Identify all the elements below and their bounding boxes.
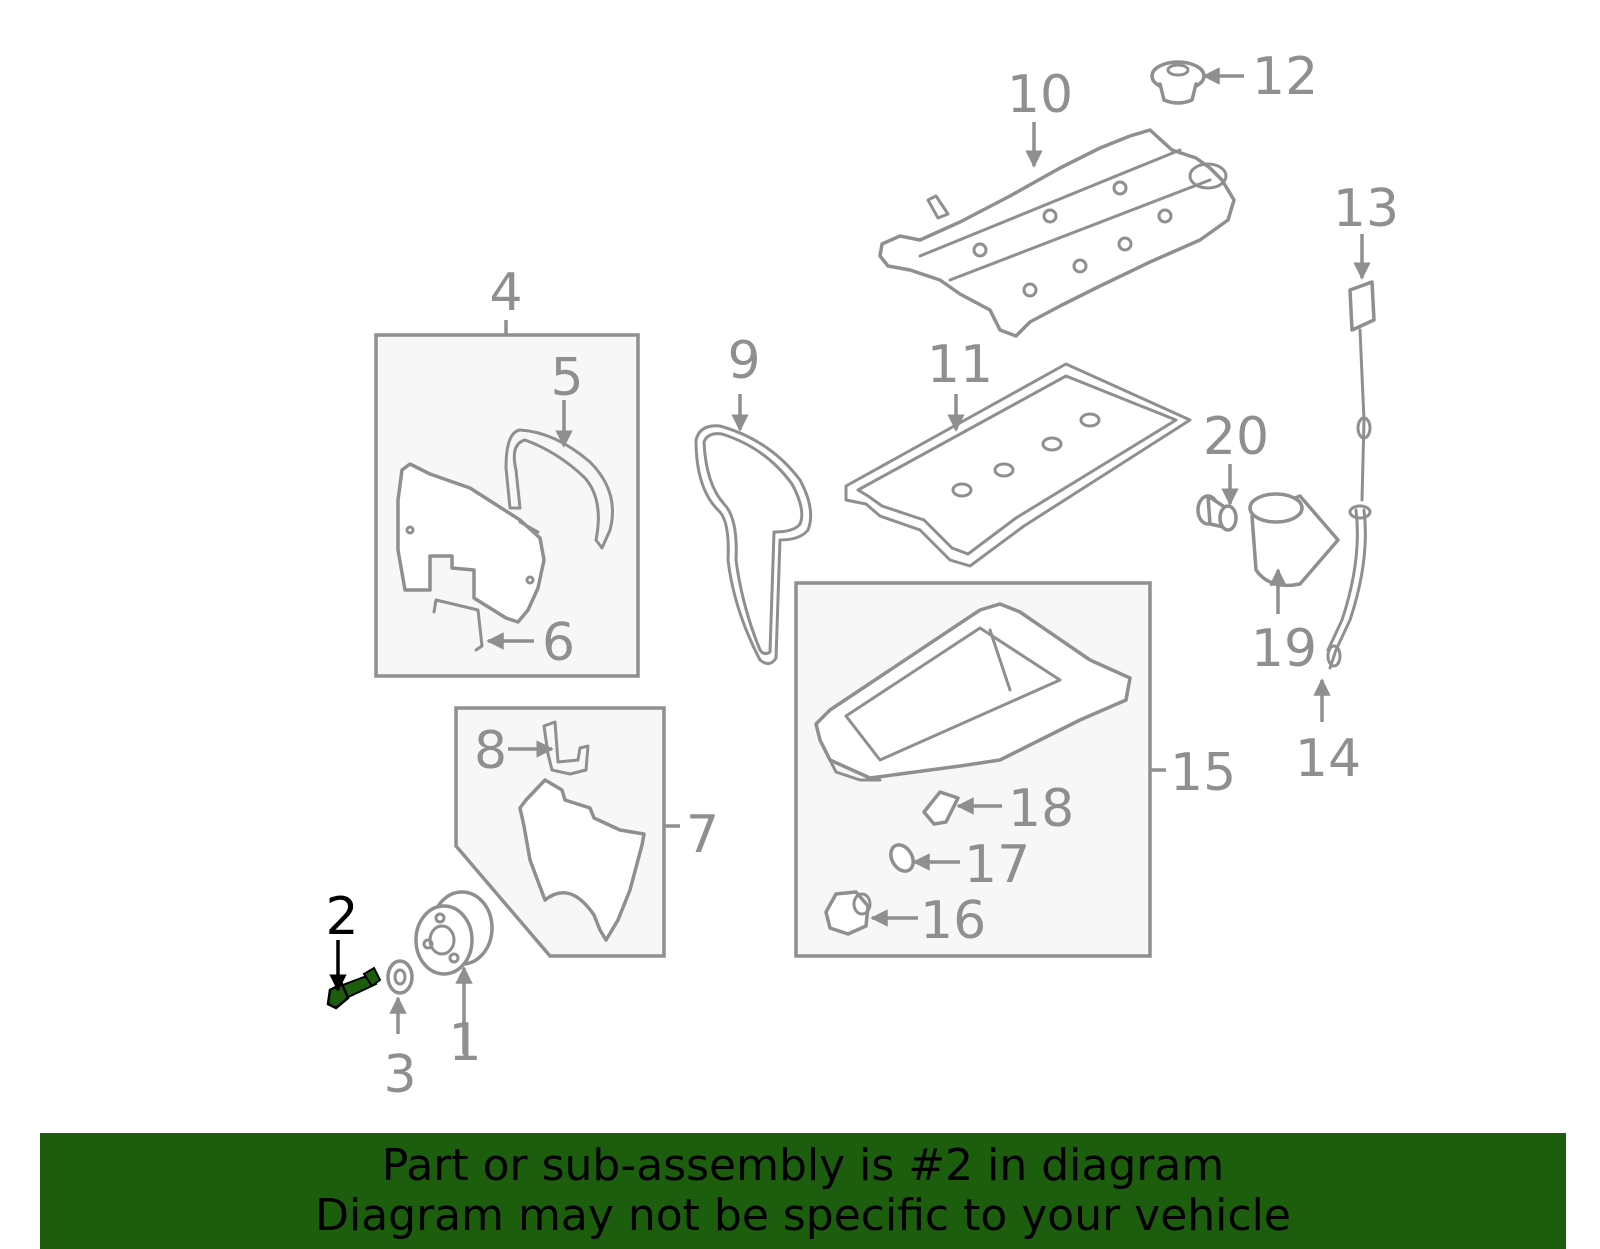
part-19-oil-filter — [1248, 492, 1340, 588]
callout-7: 7 — [686, 805, 719, 865]
callout-4: 4 — [489, 263, 522, 323]
leader-lines — [329, 67, 1371, 1054]
callout-5: 5 — [550, 348, 583, 408]
callout-12: 12 — [1252, 47, 1318, 107]
part-10-valve-cover — [878, 128, 1236, 338]
callout-17: 17 — [964, 835, 1030, 895]
callout-1: 1 — [448, 1013, 481, 1073]
part-13-dipstick — [1348, 280, 1376, 502]
part-8-bracket — [542, 720, 590, 776]
callout-19: 19 — [1251, 619, 1317, 679]
callout-3: 3 — [383, 1045, 416, 1105]
callout-2: 2 — [325, 887, 358, 947]
callout-10: 10 — [1007, 65, 1073, 125]
callout-15: 15 — [1170, 743, 1236, 803]
part-12-oil-cap — [1150, 60, 1206, 105]
callout-20: 20 — [1203, 407, 1269, 467]
callout-labels: 1 2 3 4 5 6 7 8 9 10 11 12 13 14 15 16 1… — [325, 47, 1399, 1105]
part-7-lower-cover — [518, 778, 646, 942]
callout-14: 14 — [1295, 729, 1361, 789]
callout-8: 8 — [474, 721, 507, 781]
banner-line-2: Diagram may not be specific to your vehi… — [315, 1190, 1291, 1241]
banner-line-1: Part or sub-assembly is #2 in diagram — [381, 1140, 1225, 1191]
info-banner: Part or sub-assembly is #2 in diagram Di… — [40, 1133, 1566, 1249]
callout-16: 16 — [920, 891, 986, 951]
part-16-drain-plug — [824, 890, 872, 936]
part-9-timing-belt — [694, 424, 813, 665]
timing-cover-part — [396, 462, 546, 624]
callout-11: 11 — [927, 335, 993, 395]
part-20-sensor — [1196, 494, 1238, 532]
callout-6: 6 — [542, 613, 575, 673]
part-5-gasket — [504, 428, 614, 550]
part-3-washer — [386, 959, 414, 995]
part-11-gasket — [844, 362, 1192, 568]
part-17-washer — [889, 843, 915, 873]
callout-13: 13 — [1333, 179, 1399, 239]
part-6-gasket — [432, 598, 484, 652]
part-2-bolt — [326, 966, 382, 1010]
part-18-baffle — [922, 790, 960, 826]
callout-9: 9 — [727, 331, 760, 391]
part-15-oil-pan — [814, 602, 1132, 782]
part-1-pulley — [414, 890, 494, 976]
part-14-dipstick-tube — [1326, 504, 1372, 670]
callout-18: 18 — [1008, 779, 1074, 839]
